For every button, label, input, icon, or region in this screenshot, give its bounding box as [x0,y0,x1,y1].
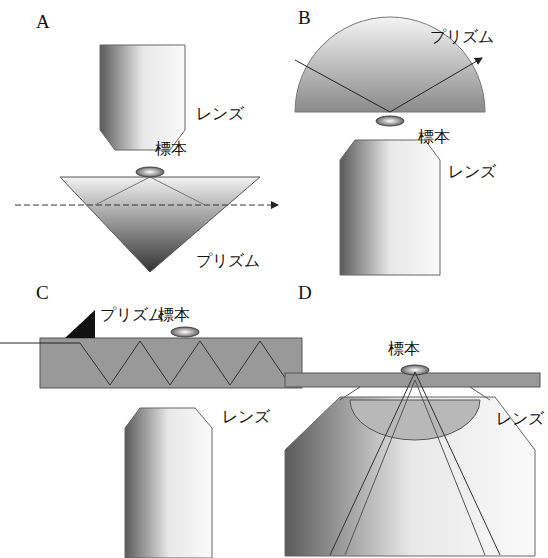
panel-letter: B [298,8,311,29]
part-label: レンズ [448,163,496,181]
part-label: プリズム [100,306,164,324]
part-label: プリズム [196,252,260,270]
panel-letter: D [298,283,312,304]
part-label: レンズ [222,408,270,426]
part-label: 標本 [155,140,187,158]
part-label: 標本 [158,306,190,324]
part-label: 標本 [388,340,420,358]
panel-letter: A [36,12,50,33]
panel-letter: C [36,283,49,304]
part-label: レンズ [196,105,244,123]
part-label: 標本 [418,128,450,146]
part-label: レンズ [496,410,544,428]
part-label: プリズム [430,28,494,46]
